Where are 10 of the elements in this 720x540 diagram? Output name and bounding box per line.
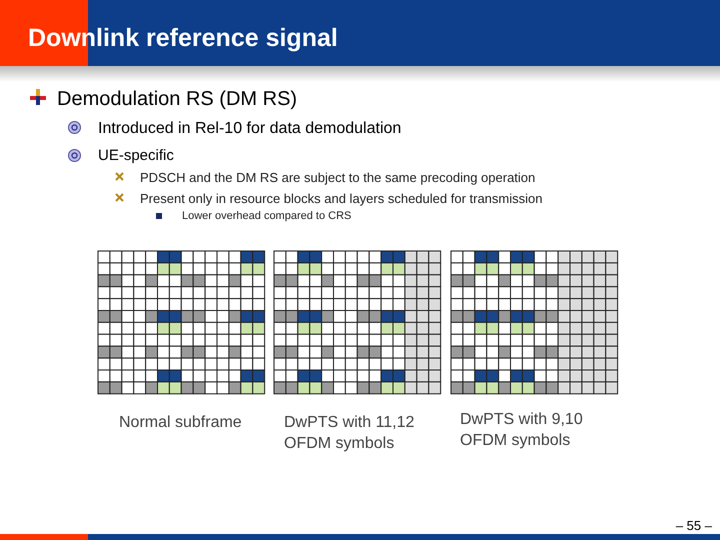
bullet-text: Demodulation RS (DM RS) <box>57 87 298 112</box>
grid-caption: DwPTS with 9,10 OFDM symbols <box>460 410 584 451</box>
bullet-text: Introduced in Rel-10 for data demodulation <box>98 119 402 139</box>
page-number: – 55 – <box>676 517 712 535</box>
grid-caption: DwPTS with 11,12 OFDM symbols <box>284 413 416 454</box>
bullet-text: PDSCH and the DM RS are subject to the same precoding operation <box>140 169 536 187</box>
bullet-text: Present only in resource blocks and layers scheduled for transmission <box>140 190 542 208</box>
bullet-text: UE-specific <box>98 146 174 166</box>
grid-caption: Normal subframe <box>119 413 243 433</box>
bullet-text: Lower overhead compared to CRS <box>182 209 352 224</box>
